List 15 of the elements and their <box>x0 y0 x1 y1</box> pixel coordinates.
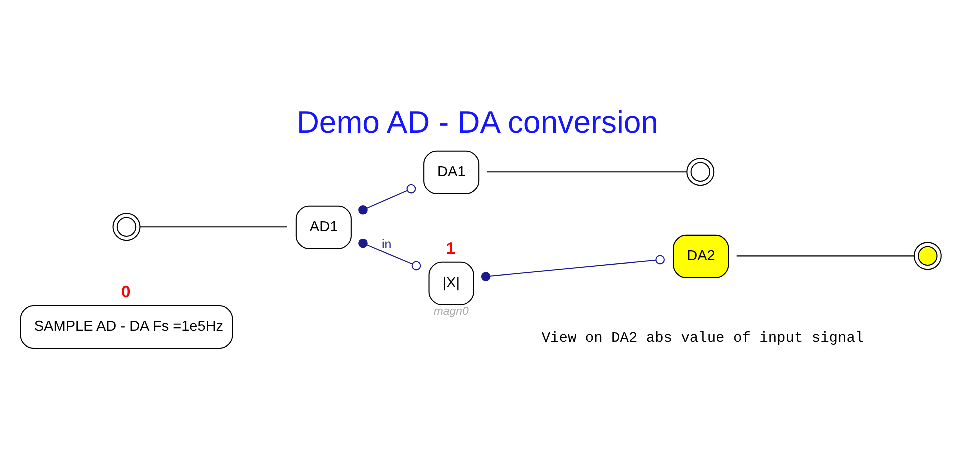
node-circle <box>914 242 942 270</box>
label: View on DA2 abs value of input signal <box>542 330 864 347</box>
node-circle <box>686 158 715 186</box>
node-label: 1 <box>446 238 456 258</box>
connector <box>358 184 416 214</box>
connector <box>487 171 687 172</box>
node-circle <box>112 212 141 241</box>
connector <box>481 254 665 281</box>
diagram-title: Demo AD - DA conversion <box>296 104 658 140</box>
node-label: 0 <box>122 282 131 301</box>
connector <box>140 226 288 228</box>
connector <box>736 255 914 256</box>
connector <box>358 238 422 270</box>
edge-label: in <box>382 237 392 252</box>
node-label: magn0 <box>434 306 469 318</box>
